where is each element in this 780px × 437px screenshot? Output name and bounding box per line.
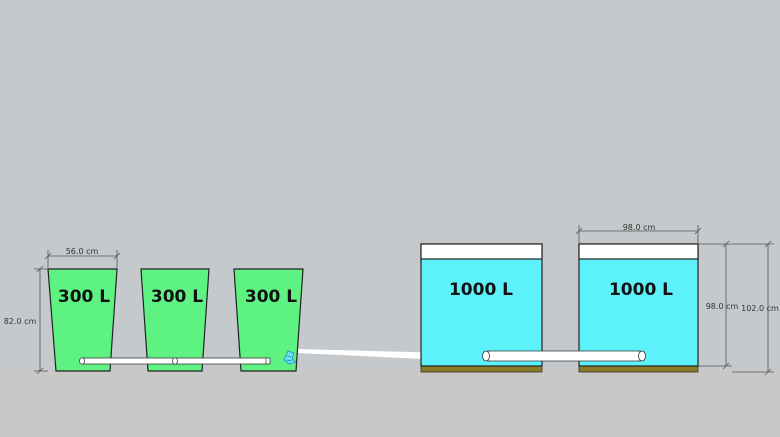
small-tank-3: 300 L	[233, 268, 304, 372]
small-tank-label: 300 L	[245, 287, 297, 307]
small-tank-label: 300 L	[58, 287, 110, 307]
large-tank-pipe	[482, 350, 646, 362]
small-tank-2: 300 L	[140, 268, 210, 372]
base-plate	[420, 365, 543, 373]
small-tank-label: 300 L	[151, 287, 203, 307]
dimension-small-height: 82.0 cm	[4, 265, 48, 375]
large-water-height-label: 98.0 cm	[706, 302, 739, 311]
large-tank-2: 1000 L	[578, 243, 699, 373]
small-width-label: 56.0 cm	[66, 247, 99, 256]
large-width-label: 98.0 cm	[623, 223, 656, 232]
small-height-label: 82.0 cm	[4, 317, 37, 326]
dimension-large-water-height: 98.0 cm	[698, 240, 739, 370]
dimension-large-total-height: 102.0 cm	[732, 240, 779, 376]
dimension-small-width: 56.0 cm	[44, 247, 121, 268]
ground	[0, 371, 780, 437]
dimension-large-width: 98.0 cm	[575, 223, 702, 243]
large-total-height-label: 102.0 cm	[741, 304, 779, 313]
large-tank-label: 1000 L	[449, 280, 513, 300]
large-tank-1: 1000 L	[420, 243, 543, 373]
pump-icon	[283, 350, 297, 365]
base-plate	[578, 365, 699, 373]
small-tank-pipe	[79, 357, 271, 365]
small-tank-1: 300 L	[47, 268, 118, 372]
large-tank-label: 1000 L	[609, 280, 673, 300]
